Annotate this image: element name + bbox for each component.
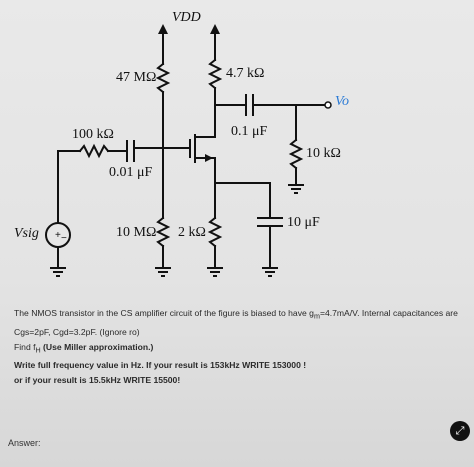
vo-label: Vo [335, 94, 349, 109]
expand-icon[interactable]: ⤢ [450, 421, 470, 441]
svg-text:−: − [61, 233, 67, 244]
rs-label: 2 kΩ [178, 225, 206, 240]
question-line3-pre: Find f [14, 341, 36, 352]
mosfet-arrow [205, 154, 213, 162]
question-text: The NMOS transistor in the CS amplifier … [14, 306, 460, 388]
question-line1-post: =4.7mA/V. Internal capacitances are [319, 308, 458, 318]
rg2-label: 10 MΩ [116, 225, 157, 240]
question-line3-sub: H [35, 346, 41, 355]
resistor-rg1 [155, 62, 171, 94]
resistor-rg2 [155, 216, 171, 248]
question-line2: Cgs=2pF, Cgd=3.2pF. (Ignore ro) [14, 326, 140, 337]
cs-label: 10 μF [287, 215, 320, 230]
vdd-arrow-right [210, 24, 220, 34]
vdd-arrow-left [158, 24, 168, 34]
question-line3-post: (Use Miller approximation.) [40, 341, 154, 352]
resistor-rsig [78, 143, 110, 159]
question-line1-sub: m [313, 312, 320, 321]
resistor-rd [207, 58, 223, 90]
vo-terminal [324, 101, 332, 109]
rd-label: 4.7 kΩ [226, 66, 265, 81]
vsig-source [45, 222, 71, 248]
vsig-label: Vsig [14, 226, 39, 241]
circuit-diagram: + − [45, 24, 332, 277]
resistor-rs [207, 216, 223, 248]
cin-label: 0.01 μF [109, 165, 153, 180]
question-line4: Write full frequency value in Hz. If you… [14, 360, 307, 371]
resistor-rl [288, 138, 304, 170]
svg-text:+: + [55, 230, 61, 241]
cout-label: 0.1 μF [231, 124, 268, 139]
ground-symbols [50, 184, 304, 277]
rl-label: 10 kΩ [306, 146, 341, 161]
answer-label: Answer: [8, 438, 41, 448]
rsig-label: 100 kΩ [72, 127, 114, 142]
question-line1-pre: The NMOS transistor in the CS amplifier … [14, 308, 314, 318]
question-line5: or if your result is 15.5kHz WRITE 15500… [14, 375, 181, 386]
vdd-label: VDD [172, 10, 201, 25]
rg1-label: 47 MΩ [116, 70, 157, 85]
